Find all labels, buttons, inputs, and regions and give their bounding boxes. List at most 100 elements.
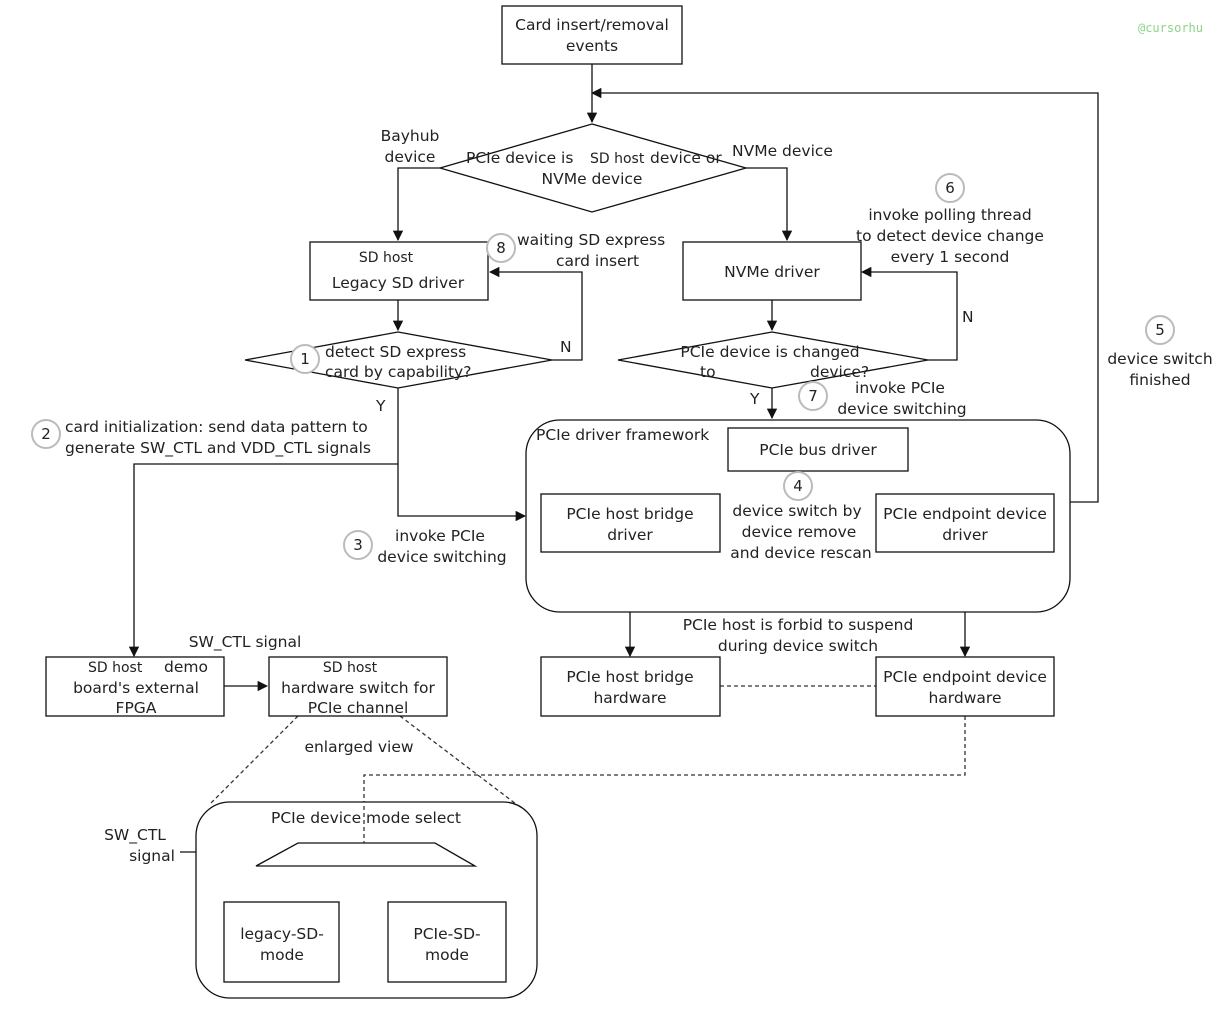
step-circle-1 — [290, 344, 320, 374]
step-circle-8 — [486, 233, 516, 263]
hardware-switch-box — [268, 656, 448, 717]
pcie-mode-2: mode — [425, 946, 469, 964]
polling-note-1: invoke polling thread — [868, 206, 1031, 224]
step-number-2: 2 — [41, 425, 51, 443]
card-events-box — [501, 5, 683, 65]
detect-yes-label: Y — [375, 397, 386, 415]
polling-note-2: to detect device change — [856, 227, 1044, 245]
switch-note-2: device remove — [742, 523, 857, 541]
legacy-sd-driver-box — [309, 241, 489, 301]
pcie-mode-1: PCIe-SD- — [413, 925, 480, 943]
step-number-4: 4 — [793, 477, 803, 495]
host-bridge-hw-2: hardware — [593, 689, 666, 707]
endpoint-driver-2: driver — [942, 526, 988, 544]
step-circles — [31, 173, 1175, 560]
step-circle-6 — [935, 173, 965, 203]
waiting-note-1: waiting SD express — [517, 231, 665, 249]
arrow-init-to-fpga — [128, 463, 398, 658]
fpga-label-3: FPGA — [116, 699, 157, 717]
host-bridge-driver-box — [540, 493, 721, 553]
changed-decision-2b: device? — [810, 363, 869, 381]
arrow-detect-yes-to-framework — [397, 388, 527, 522]
watermark: @cursorhu — [1138, 21, 1203, 35]
host-bridge-driver-1: PCIe host bridge — [566, 505, 693, 523]
arrow-bayhub-branch — [392, 167, 440, 242]
line-endpoint-hw-to-mode-select — [363, 716, 966, 840]
legacy-driver-overlay: SD host — [359, 250, 414, 266]
host-bridge-hw-1: PCIe host bridge — [566, 668, 693, 686]
legacy-sd-mode-box — [223, 901, 340, 983]
labels: @cursorhu Card insert/removal events PCI… — [65, 16, 1213, 964]
shapes — [45, 5, 1071, 999]
endpoint-hardware-box — [875, 656, 1055, 717]
bayhub-label-1: Bayhub — [381, 127, 440, 145]
suspend-note-2: during device switch — [718, 637, 878, 655]
legacy-mode-1: legacy-SD- — [240, 925, 324, 943]
card-init-2: generate SW_CTL and VDD_CTL signals — [65, 439, 371, 458]
switch-finished-2: finished — [1129, 371, 1190, 389]
arrow-detect-no-loop — [488, 266, 583, 361]
step-number-8: 8 — [496, 239, 506, 257]
step-circle-7 — [798, 381, 828, 411]
detect-no-label: N — [560, 338, 572, 356]
fpga-label-2: board's external — [73, 679, 199, 697]
framework-label: PCIe driver framework — [536, 426, 709, 444]
bus-driver-label: PCIe bus driver — [759, 441, 877, 459]
decision-top-line-1b: device or — [650, 149, 722, 167]
waiting-note-2: card insert — [556, 252, 639, 270]
suspend-note-1: PCIe host is forbid to suspend — [683, 616, 914, 634]
card-events-line-2: events — [566, 37, 618, 55]
legacy-driver-label: Legacy SD driver — [332, 274, 465, 292]
switch-note-1: device switch by — [732, 502, 861, 520]
hw-switch-overlay: SD host — [323, 660, 378, 676]
decision-top-overlay: SD host — [590, 151, 645, 167]
mode-select-label: PCIe device mode select — [271, 809, 461, 827]
invoke-switch-3-2: device switching — [377, 548, 506, 566]
changed-decision-2a: to — [700, 363, 716, 381]
step-number-1: 1 — [300, 350, 310, 368]
host-bridge-hardware-box — [540, 656, 721, 717]
pcie-sd-mode-box — [387, 901, 507, 983]
detect-decision-1: detect SD express — [325, 343, 466, 361]
nvme-device-label: NVMe device — [732, 142, 833, 160]
device-type-decision — [437, 123, 749, 213]
step-number-6: 6 — [945, 179, 955, 197]
step-circle-4 — [783, 471, 813, 501]
decision-top-line-1a: PCIe device is — [466, 149, 573, 167]
mode-mux-trapezoid — [255, 842, 478, 867]
polling-note-3: every 1 second — [891, 248, 1010, 266]
zoom-line-right — [399, 715, 517, 805]
pcie-bus-driver-box — [727, 427, 909, 472]
arrow-nvme-branch — [746, 167, 793, 242]
changed-no-label: N — [962, 308, 974, 326]
changed-decision-1: PCIe device is changed — [680, 343, 859, 361]
decision-top-line-2: NVMe device — [542, 170, 643, 188]
sw-ctl-label-2: signal — [129, 847, 175, 865]
endpoint-driver-1: PCIe endpoint device — [883, 505, 1047, 523]
arrow-changed-no-loop — [860, 266, 958, 361]
nvme-driver-box — [682, 241, 862, 301]
fpga-box — [45, 656, 225, 717]
arrow-switch-finished-loop — [590, 87, 1099, 503]
fpga-label-1: demo — [164, 658, 208, 676]
step-circle-5 — [1145, 315, 1175, 345]
step-number-5: 5 — [1155, 321, 1165, 339]
step-numbers: 1 2 3 4 5 6 7 8 — [41, 179, 1165, 554]
detect-decision-2: card by capability? — [325, 363, 471, 381]
step-number-3: 3 — [353, 536, 363, 554]
step-number-7: 7 — [808, 387, 818, 405]
sw-ctl-signal-label: SW_CTL signal — [189, 633, 302, 652]
endpoint-hw-1: PCIe endpoint device — [883, 668, 1047, 686]
changed-yes-label: Y — [749, 390, 760, 408]
hw-switch-label-1: hardware switch for — [281, 679, 435, 697]
invoke-switch-7-1: invoke PCIe — [855, 379, 945, 397]
invoke-switch-7-2: device switching — [837, 400, 966, 418]
legacy-mode-2: mode — [260, 946, 304, 964]
device-changed-decision — [617, 331, 929, 389]
hw-switch-label-2: PCIe channel — [308, 699, 409, 717]
card-events-line-1: Card insert/removal — [515, 16, 669, 34]
sw-ctl-label-1: SW_CTL — [104, 826, 166, 845]
fpga-overlay: SD host — [88, 660, 143, 676]
